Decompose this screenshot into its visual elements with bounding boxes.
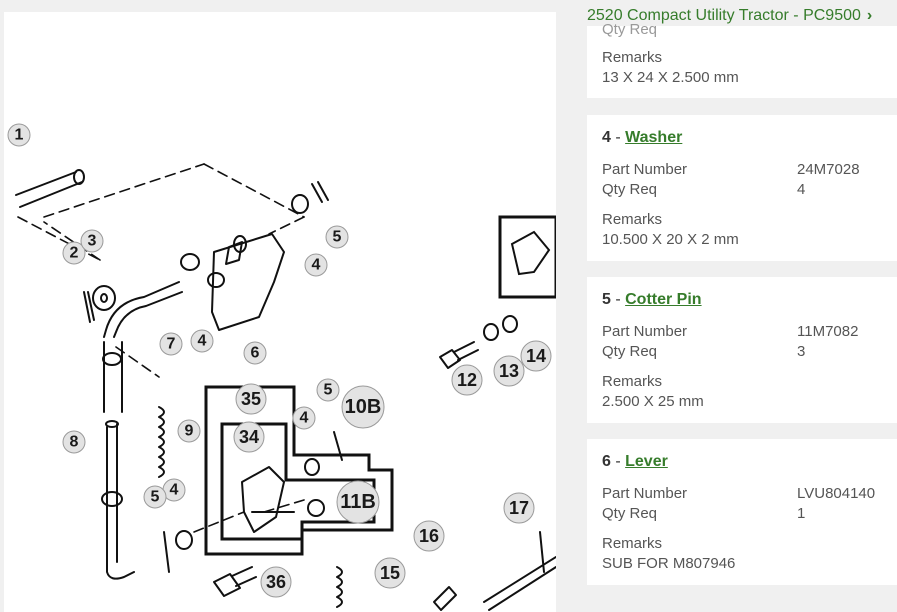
- callout-15[interactable]: 15: [374, 557, 406, 589]
- callout-6[interactable]: 6: [243, 341, 267, 365]
- svg-text:15: 15: [380, 563, 400, 583]
- parts-diagram[interactable]: 1 2 3 4 5 4 7 4 6 8 9 5 4 35 34 5 4 10B …: [4, 12, 556, 612]
- callout-12[interactable]: 12: [451, 364, 483, 396]
- callout-4d[interactable]: 4: [292, 406, 316, 430]
- svg-text:14: 14: [526, 346, 546, 366]
- part-number-label: Part Number: [602, 485, 688, 502]
- chevron-right-icon: ›: [866, 7, 873, 24]
- svg-text:4: 4: [198, 333, 207, 350]
- svg-text:4: 4: [312, 257, 321, 274]
- svg-text:34: 34: [239, 427, 259, 447]
- svg-text:3: 3: [88, 233, 97, 250]
- part-card-4: 4 - Washer Part Number 24M7028 Qty Req 4 R…: [587, 115, 897, 261]
- svg-text:12: 12: [457, 370, 477, 390]
- callout-2[interactable]: 2: [62, 241, 86, 265]
- breadcrumb-label: 2520 Compact Utility Tractor - PC9500: [587, 7, 861, 24]
- callout-34[interactable]: 34: [233, 421, 265, 453]
- part-card-5: 5 - Cotter Pin Part Number 11M7082 Qty Re…: [587, 277, 897, 423]
- part-number-value: 24M7028: [797, 161, 860, 178]
- svg-text:10B: 10B: [345, 396, 382, 418]
- qty-req-label: Qty Req: [602, 505, 658, 522]
- part-number-label: Part Number: [602, 161, 688, 178]
- svg-text:4: 4: [300, 410, 309, 427]
- callout-1[interactable]: 1: [7, 123, 31, 147]
- callout-5b[interactable]: 5: [143, 485, 167, 509]
- remarks-label: Remarks: [602, 535, 663, 552]
- callout-4a[interactable]: 4: [304, 253, 328, 277]
- remarks-label: Remarks: [602, 211, 663, 228]
- remarks-value: 10.500 X 20 X 2 mm: [602, 231, 739, 248]
- callout-8[interactable]: 8: [62, 430, 86, 454]
- svg-text:17: 17: [509, 498, 529, 518]
- callout-5a[interactable]: 5: [325, 225, 349, 249]
- svg-text:9: 9: [185, 423, 194, 440]
- exploded-view-drawing: 1 2 3 4 5 4 7 4 6 8 9 5 4 35 34 5 4 10B …: [7, 123, 556, 611]
- qty-req-value: 1: [797, 505, 806, 522]
- callout-17[interactable]: 17: [503, 492, 535, 524]
- qty-req-value: 4: [797, 181, 806, 198]
- callout-7[interactable]: 7: [159, 332, 183, 356]
- svg-text:7: 7: [167, 336, 176, 353]
- svg-text:8: 8: [70, 434, 79, 451]
- callout-4b[interactable]: 4: [190, 329, 214, 353]
- callout-4c[interactable]: 4: [162, 478, 186, 502]
- svg-text:5: 5: [333, 229, 342, 246]
- part-number-value: 11M7082: [797, 323, 859, 340]
- callout-36[interactable]: 36: [260, 566, 292, 598]
- svg-text:1: 1: [15, 127, 24, 144]
- part-name-link[interactable]: Lever: [625, 453, 668, 470]
- remarks-label: Remarks: [602, 373, 663, 390]
- svg-text:35: 35: [241, 389, 261, 409]
- qty-req-label: Qty Req: [602, 181, 658, 198]
- svg-text:6: 6: [251, 345, 260, 362]
- callout-5c[interactable]: 5: [316, 378, 340, 402]
- svg-text:16: 16: [419, 526, 439, 546]
- part-name-link[interactable]: Cotter Pin: [625, 291, 702, 308]
- callout-9[interactable]: 9: [177, 419, 201, 443]
- part-title: 5 - Cotter Pin: [602, 291, 702, 308]
- part-title: 6 - Lever: [602, 453, 668, 470]
- remarks-value: 13 X 24 X 2.500 mm: [602, 69, 739, 86]
- svg-text:5: 5: [324, 382, 333, 399]
- callout-16[interactable]: 16: [413, 520, 445, 552]
- qty-req-label: Qty Req: [602, 343, 658, 360]
- part-name-link[interactable]: Washer: [625, 129, 683, 146]
- part-title: 4 - Washer: [602, 129, 683, 146]
- svg-text:4: 4: [170, 482, 179, 499]
- svg-text:36: 36: [266, 572, 286, 592]
- qty-req-value: 3: [797, 343, 806, 360]
- callout-11b[interactable]: 11B: [336, 480, 380, 524]
- qty-req-label-partial: Qty Req: [602, 21, 658, 38]
- remarks-value: SUB FOR M807946: [602, 555, 736, 572]
- callout-35[interactable]: 35: [235, 383, 267, 415]
- part-card-previous: Qty Req Remarks 13 X 24 X 2.500 mm: [587, 21, 897, 98]
- callout-3[interactable]: 3: [80, 229, 104, 253]
- svg-text:5: 5: [151, 489, 160, 506]
- callout-13[interactable]: 13: [493, 355, 525, 387]
- remarks-label: Remarks: [602, 49, 663, 66]
- remarks-value: 2.500 X 25 mm: [602, 393, 704, 410]
- callout-14[interactable]: 14: [520, 340, 552, 372]
- svg-text:13: 13: [499, 361, 519, 381]
- part-number-value: LVU804140: [797, 485, 876, 502]
- svg-text:11B: 11B: [340, 491, 376, 513]
- part-number-label: Part Number: [602, 323, 688, 340]
- svg-text:2: 2: [70, 245, 79, 262]
- breadcrumb-link[interactable]: 2520 Compact Utility Tractor - PC9500 ›: [587, 4, 897, 28]
- callout-10b[interactable]: 10B: [341, 385, 385, 429]
